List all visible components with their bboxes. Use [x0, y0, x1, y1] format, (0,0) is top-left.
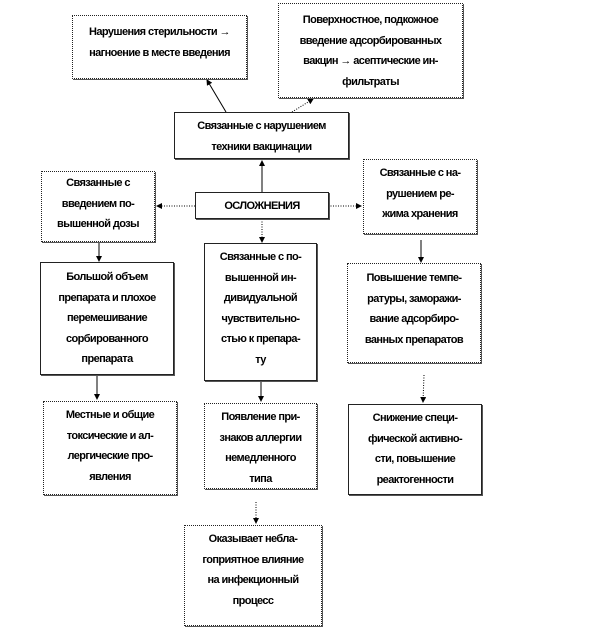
node-text-line: вышенной дозы — [57, 218, 139, 230]
node-text-line: процесс — [232, 594, 274, 607]
node-text-line: нагноение в месте введения — [89, 46, 230, 59]
node-text-line: введение адсорбированных — [299, 34, 442, 47]
node-surface: Поверхностное, подкожное введение адсорби… — [278, 3, 463, 98]
node-individual: Связанные с по-вышенной ин-дивидуальной ч… — [204, 243, 317, 381]
node-text-line: типа — [249, 472, 272, 485]
node-sterility: Нарушения стерильности → нагноение в мест… — [72, 15, 247, 79]
arrow-technique-sterility — [206, 79, 227, 113]
node-text-line: сорбированного — [65, 332, 149, 345]
node-text-line: препарата — [81, 353, 133, 365]
node-text-line: Связанные с — [66, 177, 130, 189]
node-text-line: лергические про- — [67, 450, 153, 462]
node-volume: Большой объем препарата и плохое перемешив… — [40, 262, 174, 375]
node-text-line: немедленного — [225, 452, 296, 464]
node-allergy: Появление при-знаков аллергии немедленног… — [204, 403, 317, 489]
node-text-line: на инфекционный — [207, 574, 299, 586]
node-text-line: Связанные с нарушением — [197, 120, 326, 132]
node-text-line: ванных препаратов — [364, 333, 464, 346]
node-text-line: вание адсорбиро- — [369, 313, 459, 325]
node-text-line: дивидуальной — [223, 292, 298, 304]
node-text-line: жима хранения — [382, 208, 458, 220]
node-text-line: рушением ре- — [386, 187, 454, 200]
node-text-line: Нарушения стерильности → — [89, 26, 231, 38]
node-technique: Связанные с нарушением техники вакцинации — [174, 112, 349, 159]
node-text-line: ту — [255, 353, 266, 366]
arrow-technique-surface — [291, 98, 314, 113]
node-text-line: вакцин → асептические ин- — [303, 55, 438, 67]
node-reduction: Снижение специ-фической активно-сти, пов… — [348, 404, 482, 495]
node-text-line: Местные и общие — [65, 409, 155, 421]
node-text-line: явления — [89, 470, 131, 483]
node-text-line: реактогенности — [376, 473, 454, 486]
node-text-line: Связанные с на- — [379, 167, 461, 179]
node-text-line: Снижение специ- — [372, 412, 458, 424]
node-text-line: чувствительно- — [221, 312, 301, 325]
node-text-line: фической активно- — [367, 432, 463, 445]
node-text-line: Поверхностное, подкожное — [302, 14, 439, 26]
node-center: ОСЛОЖНЕНИЯ — [195, 192, 329, 219]
arrow-temperature-reduction — [420, 374, 427, 403]
node-dose: Связанные с введением по-вышенной дозы — [41, 171, 155, 242]
node-text-line: знаков аллергии — [219, 431, 302, 444]
node-text-line: стью к препара- — [220, 333, 301, 345]
node-text-line: Связанные с по- — [219, 251, 302, 263]
node-text-line: перемешивание — [66, 312, 148, 324]
node-storage: Связанные с на-рушением ре-жима хранения — [363, 159, 477, 234]
node-text-line: техники вакцинации — [211, 140, 312, 153]
node-text-line: препарата и плохое — [58, 291, 156, 304]
node-text-line: Оказывает небла- — [208, 533, 298, 545]
node-text-line: Повышение темпе- — [366, 272, 463, 284]
node-temperature: Повышение темпе-ратуры, заморажи-вание а… — [347, 263, 481, 363]
node-text-line: сти, повышение — [374, 453, 456, 465]
node-text-line: введением по- — [61, 197, 135, 210]
node-text-line: Появление при- — [221, 411, 300, 423]
node-text-line: ратуры, заморажи- — [367, 292, 461, 305]
node-text-line: фильтраты — [342, 75, 399, 88]
node-unfavorable: Оказывает небла-гоприятное влияние на инф… — [184, 525, 322, 626]
node-toxic: Местные и общие токсические и ал-лергичес… — [43, 401, 177, 495]
node-text-line: токсические и ал- — [66, 429, 154, 442]
node-text-line: гоприятное влияние — [202, 553, 304, 566]
node-text-line: вышенной ин- — [224, 271, 297, 284]
node-text-line: Большой объем — [66, 271, 148, 283]
node-text-line: ОСЛОЖНЕНИЯ — [224, 200, 300, 212]
